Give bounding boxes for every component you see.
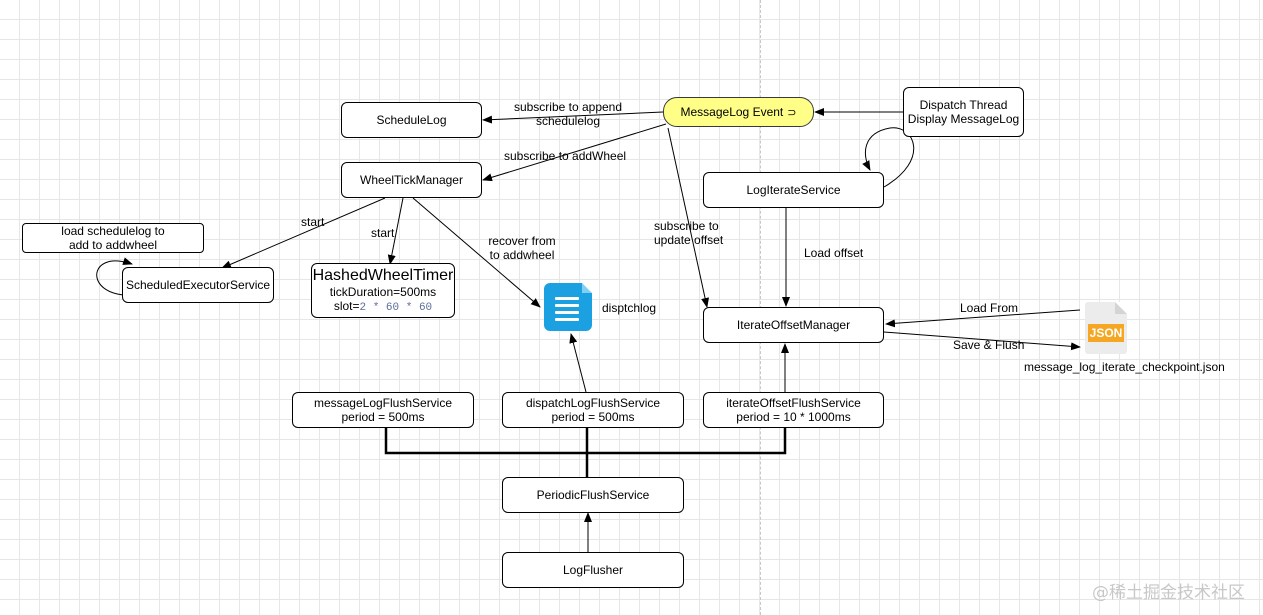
wheeltickmanager-node[interactable]: WheelTickManager [341, 162, 482, 198]
iterateoffsetflushservice-node[interactable]: iterateOffsetFlushService period = 10 * … [703, 392, 884, 428]
hashedwheeltimer-slot: slot=2 * 60 * 60 [334, 299, 432, 315]
edge-label-save-flush: Save & Flush [953, 338, 1025, 352]
edge-label-subscribe-offset-line1: subscribe to [654, 219, 719, 233]
edge-label-subscribe-append-line1: subscribe to append [513, 100, 623, 114]
iterateoffsetmanager-node[interactable]: IterateOffsetManager [703, 307, 884, 343]
logiterateservice-label: LogIterateService [746, 183, 841, 197]
dispatch-thread-line2: Display MessageLog [907, 112, 1020, 126]
edge-dispatchflush-to-dispatchlog [569, 333, 587, 393]
messagelogflushservice-node[interactable]: messageLogFlushService period = 500ms [292, 392, 474, 428]
edge-executor-loop [96, 257, 133, 296]
hashedwheeltimer-tick-duration: tickDuration=500ms [329, 285, 437, 299]
load-schedulelog-line2: add to addwheel [68, 238, 158, 252]
messagelog-event-label: MessageLog Event [680, 105, 784, 119]
edge-dispatch-loop [862, 127, 915, 188]
watermark: @稀土掘金技术社区 [1092, 583, 1245, 603]
edge-wheeltick-to-timer [387, 197, 404, 265]
edge-label-start-executor: start [301, 215, 325, 229]
edge-flush-bus [384, 428, 787, 455]
edge-json-to-offset [885, 309, 1081, 328]
logiterateservice-node[interactable]: LogIterateService [703, 172, 884, 208]
hashedwheeltimer-node[interactable]: HashedWheelTimer tickDuration=500ms slot… [311, 263, 455, 318]
dispatchlogflushservice-node[interactable]: dispatchLogFlushService period = 500ms [502, 392, 684, 428]
edge-label-subscribe-append-line2: schedulelog [535, 114, 601, 128]
json-file-icon: JSON [1085, 302, 1127, 354]
dispatchlogflushservice-line1: dispatchLogFlushService [525, 396, 661, 410]
edge-label-subscribe-offset: subscribe to update offset [654, 219, 723, 247]
dispatch-thread-node[interactable]: Dispatch Thread Display MessageLog [903, 87, 1024, 137]
edge-label-subscribe-offset-line2: update offset [654, 233, 724, 247]
edge-label-subscribe-addwheel: subscribe to addWheel [504, 149, 627, 163]
edge-wheeltick-to-executor [221, 197, 386, 269]
load-schedulelog-note: load schedulelog to add to addwheel [22, 223, 204, 253]
schedulelog-label: ScheduleLog [376, 113, 447, 127]
schedulelog-node[interactable]: ScheduleLog [341, 102, 482, 138]
edge-label-recover: recover from to addwheel [484, 234, 560, 262]
edge-label-subscribe-append: subscribe to append schedulelog [508, 100, 628, 128]
edge-offset-to-json [883, 331, 1081, 351]
logflusher-node[interactable]: LogFlusher [502, 552, 684, 588]
document-icon [544, 283, 592, 331]
messagelog-event-node[interactable]: MessageLog Event ⊃ [663, 97, 814, 127]
edge-label-load-from: Load From [960, 301, 1019, 315]
edge-label-recover-line2: to addwheel [489, 248, 555, 262]
edge-event-to-wheeltick [482, 123, 667, 182]
wheeltickmanager-label: WheelTickManager [360, 173, 463, 187]
iterateoffsetmanager-label: IterateOffsetManager [736, 318, 851, 332]
dispatch-thread-line1: Dispatch Thread [919, 98, 1008, 112]
load-schedulelog-line1: load schedulelog to [61, 224, 165, 238]
edge-label-recover-line1: recover from [488, 234, 556, 248]
periodicflushservice-label: PeriodicFlushService [536, 488, 650, 502]
scheduledexecutorservice-label: ScheduledExecutorService [125, 278, 271, 292]
logflusher-label: LogFlusher [562, 563, 624, 577]
checkpoint-file-label: message_log_iterate_checkpoint.json [1024, 360, 1225, 374]
edge-wheeltick-to-dispatchlog [412, 197, 541, 308]
json-file-tag: JSON [1088, 324, 1124, 342]
hashedwheeltimer-slot-label: slot= [333, 299, 360, 313]
messagelogflushservice-line1: messageLogFlushService [313, 396, 453, 410]
hashedwheeltimer-title: HashedWheelTimer [312, 267, 454, 284]
iterateoffsetflushservice-line1: iterateOffsetFlushService [726, 396, 861, 410]
edge-event-to-iterateoffset [667, 127, 709, 308]
dispatchlogflushservice-line2: period = 500ms [551, 410, 635, 424]
periodicflushservice-node[interactable]: PeriodicFlushService [502, 477, 684, 513]
event-icon: ⊃ [787, 106, 797, 119]
scheduledexecutorservice-node[interactable]: ScheduledExecutorService [122, 267, 274, 303]
messagelogflushservice-line2: period = 500ms [341, 410, 425, 424]
hashedwheeltimer-slot-value: 2 * 60 * 60 [359, 302, 433, 314]
iterateoffsetflushservice-line2: period = 10 * 1000ms [736, 410, 851, 424]
edge-event-to-schedulelog [482, 111, 664, 124]
edge-label-load-offset: Load offset [804, 246, 864, 260]
dispatchlog-label: disptchlog [602, 301, 657, 315]
edge-label-start-timer: start [371, 226, 395, 240]
